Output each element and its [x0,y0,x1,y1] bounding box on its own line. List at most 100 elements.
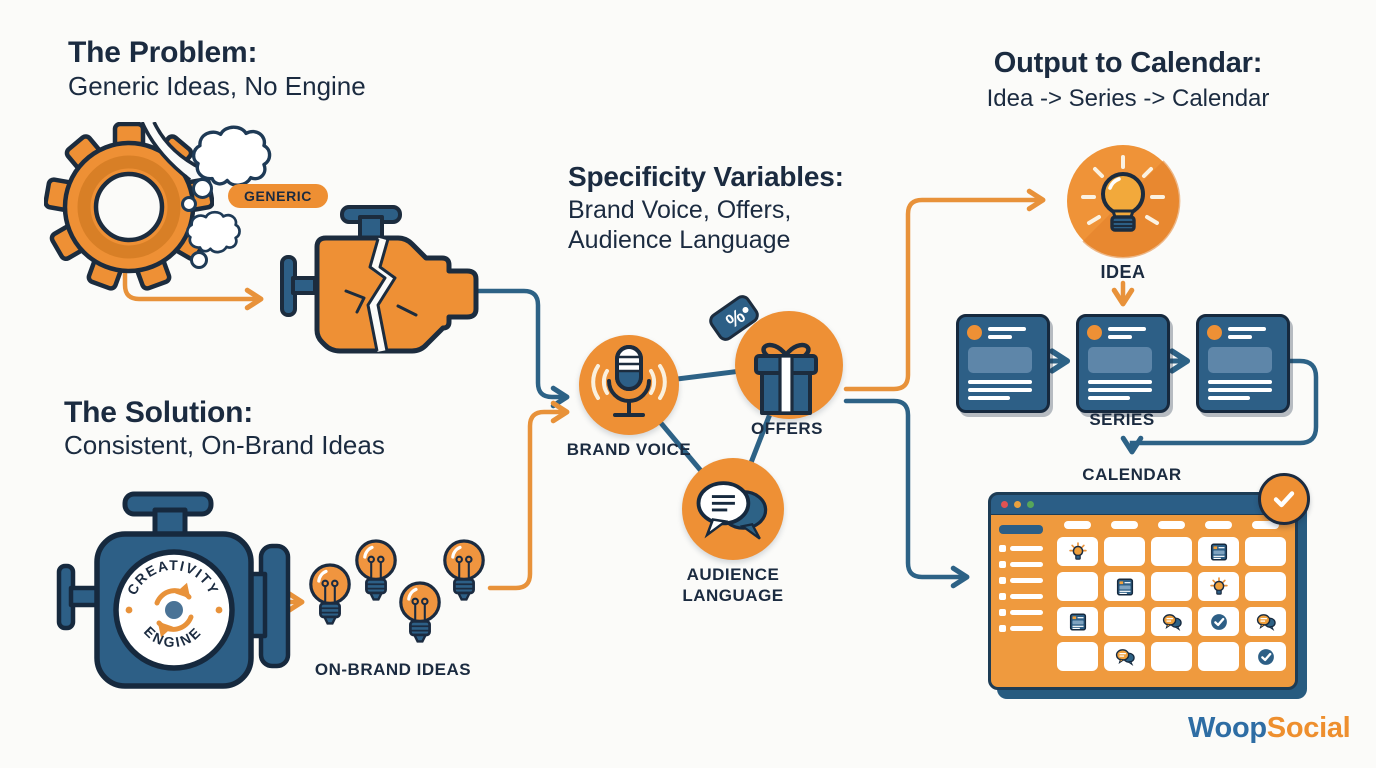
image-placeholder [1088,347,1152,373]
calendar-cell [1104,572,1145,601]
calendar-cell [1245,572,1286,601]
sidebar-line [1010,594,1043,599]
generic-badge: GENERIC [228,184,328,208]
variables-subtitle-2: Audience Language [568,226,791,254]
text-line [1108,335,1132,339]
avatar [967,325,982,340]
gift-icon: % [709,295,818,415]
sidebar-line [1010,562,1043,567]
series-card [956,314,1050,413]
calendar-label: CALENDAR [1082,465,1182,484]
text-line [1108,327,1146,331]
solution-title: The Solution: [64,396,254,429]
brand-voice-label: BRAND VOICE [566,440,692,459]
bulb-icon [1208,576,1230,598]
text-line [968,380,1032,384]
text-line [1228,335,1252,339]
chat-icon [1114,646,1136,668]
calendar-cell [1104,537,1145,566]
sidebar-bullet [999,609,1006,616]
sidebar-line [1010,610,1043,615]
audience-label: AUDIENCE LANGUAGE [663,564,803,607]
bulb-icon [1067,541,1089,563]
sidebar-row [999,577,1047,584]
lightbulb-icon [1101,172,1145,232]
arrow-series-to-calendar [1120,358,1319,455]
titlebar-dot-green [1027,501,1034,508]
calendar-cell [1104,642,1145,671]
calendar-cell [1057,572,1098,601]
image-placeholder [1208,347,1272,373]
calendar-header-pill [1111,521,1138,529]
calendar-cell [1057,537,1098,566]
chat-icon [1161,611,1183,633]
logo-woop: Woop [1188,712,1267,744]
audience-label-line2: LANGUAGE [682,586,784,606]
text-line [1208,380,1272,384]
calendar-header-pill [1064,521,1091,529]
calendar-cell [1104,607,1145,636]
brand-logo: WoopSocial [1188,712,1351,745]
sidebar-row [999,545,1047,552]
calendar-cell [1198,607,1239,636]
calendar-cell [1057,642,1098,671]
calendar-cell [1057,607,1098,636]
calendar-cell [1198,572,1239,601]
arrow-solution-to-variables [487,400,570,591]
calendar-header-row [1057,521,1286,529]
calendar-cell [1151,607,1192,636]
calendar-cell [1245,537,1286,566]
post-icon [1114,576,1136,598]
sidebar-logo-bar [999,525,1043,534]
calendar-grid [1057,537,1286,671]
sidebar-line [1010,626,1043,631]
check-icon [1273,491,1295,508]
sidebar-bullet [999,625,1006,632]
speech-bubbles-icon [696,481,768,540]
calendar-check-badge [1258,473,1310,525]
sidebar-row [999,609,1047,616]
thought-bubble-small [186,210,241,254]
arrow-gear-to-engine [122,257,264,311]
problem-subtitle: Generic Ideas, No Engine [68,71,366,101]
text-line [988,335,1012,339]
text-line [1228,327,1266,331]
sidebar-bullet [999,577,1006,584]
arrow-variables-to-calendar [843,398,970,589]
calendar-cell [1245,642,1286,671]
sidebar-row [999,593,1047,600]
series-card [1196,314,1290,413]
thought-dot [190,251,208,269]
thought-dot [181,196,197,212]
sidebar-bullet [999,593,1006,600]
light-rays [1081,155,1165,225]
sidebar-row [999,625,1047,632]
on-brand-bulbs-icon [309,539,485,644]
text-line [1208,396,1250,400]
audience-node [682,458,784,560]
thought-dot [192,178,213,199]
output-title: Output to Calendar: [993,47,1263,79]
percent-tag-icon: % [709,295,759,341]
avatar [1087,325,1102,340]
calendar-cell [1151,642,1192,671]
text-line [968,388,1032,392]
calendar-sidebar [999,525,1047,632]
text-line [968,396,1010,400]
on-brand-ideas-label: ON-BRAND IDEAS [314,660,472,679]
text-line [988,327,1026,331]
offers-label: OFFERS [751,419,823,438]
calendar-cell [1245,607,1286,636]
image-placeholder [968,347,1032,373]
calendar-cell [1151,572,1192,601]
audience-label-line1: AUDIENCE [686,565,780,584]
calendar-header-pill [1252,521,1279,529]
calendar-window [988,492,1298,690]
broken-engine-icon [280,205,479,354]
series-card [1076,314,1170,413]
sidebar-line [1010,578,1043,583]
text-line [1088,380,1152,384]
idea-node [1067,145,1181,259]
brand-voice-node [579,335,679,435]
